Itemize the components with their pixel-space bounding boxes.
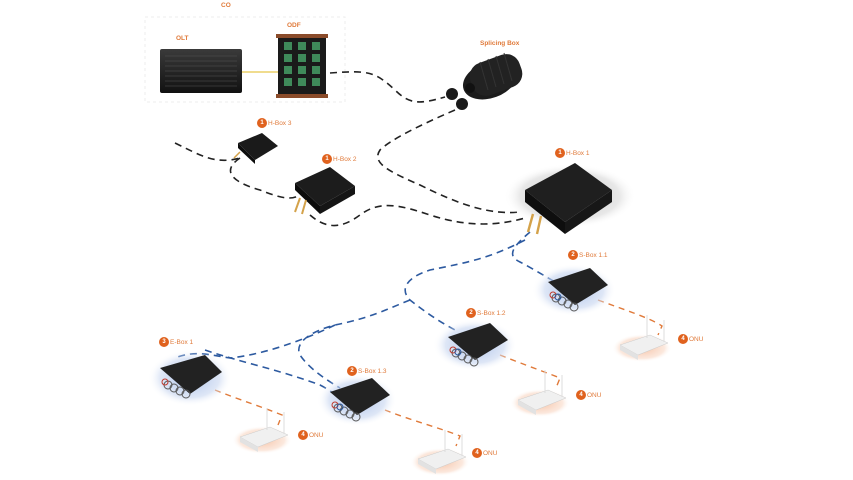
e-box-1[interactable] xyxy=(148,350,232,406)
s-box-1-2[interactable] xyxy=(433,319,517,371)
co-label-text: CO xyxy=(221,2,231,9)
onu-3[interactable] xyxy=(410,430,470,476)
step-badge: 3 xyxy=(159,337,169,347)
olt-device[interactable] xyxy=(160,49,242,93)
step-badge: 4 xyxy=(678,334,688,344)
h-box-2-label: 1 H-Box 2 xyxy=(322,154,356,164)
drop-sbox13-onu xyxy=(384,409,461,447)
odf-label: ODF xyxy=(287,22,301,29)
step-badge: 4 xyxy=(298,430,308,440)
step-badge: 4 xyxy=(472,448,482,458)
e-box-1-label-text: E-Box 1 xyxy=(170,338,194,346)
odf-label-text: ODF xyxy=(287,22,301,29)
olt-label: OLT xyxy=(176,35,189,42)
onu-1[interactable] xyxy=(612,315,672,362)
s-box-1-2-label: 2 S-Box 1.2 xyxy=(466,308,506,318)
step-badge: 1 xyxy=(322,154,332,164)
cable-odf-to-splicing xyxy=(329,71,446,103)
onu-1-label-text: ONU xyxy=(689,335,704,343)
step-badge: 1 xyxy=(555,148,565,158)
h-box-2-label-text: H-Box 2 xyxy=(333,155,357,163)
onu-4-label-text: ONU xyxy=(309,431,324,439)
h-box-3-label-text: H-Box 3 xyxy=(268,119,292,127)
step-badge: 2 xyxy=(466,308,476,318)
step-badge: 2 xyxy=(347,366,357,376)
cable-hbox3-in xyxy=(174,142,241,162)
s-box-1-3-label-text: S-Box 1.3 xyxy=(358,367,387,375)
onu-3-label-text: ONU xyxy=(483,449,498,457)
drop-cables xyxy=(214,299,663,447)
h-box-3[interactable] xyxy=(233,133,278,164)
co-boundary xyxy=(144,16,346,103)
step-badge: 4 xyxy=(576,390,586,400)
splicing-box-label-text: Splicing Box xyxy=(480,40,520,47)
cable-splicing-to-hbox1 xyxy=(376,109,521,214)
odf-rack[interactable] xyxy=(276,34,328,98)
h-box-1-label: 1 H-Box 1 xyxy=(555,148,589,158)
drop-ebox1-onu xyxy=(214,389,283,426)
splicing-box[interactable] xyxy=(446,50,526,110)
s-box-1-1-label-text: S-Box 1.1 xyxy=(579,251,608,259)
cable-hbox1-to-sbox12 xyxy=(404,239,526,331)
onu-2[interactable] xyxy=(510,370,570,417)
step-badge: 2 xyxy=(568,250,578,260)
s-box-1-1[interactable] xyxy=(532,264,616,316)
onu-2-label-text: ONU xyxy=(587,391,602,399)
h-box-2[interactable] xyxy=(294,167,355,215)
s-box-1-3-label: 2 S-Box 1.3 xyxy=(347,366,387,376)
h-box-1[interactable] xyxy=(504,163,636,235)
h-box-3-label: 1 H-Box 3 xyxy=(257,118,291,128)
olt-label-text: OLT xyxy=(176,35,189,42)
e-box-1-label: 3 E-Box 1 xyxy=(159,337,193,347)
co-label: CO xyxy=(221,2,231,9)
step-badge: 1 xyxy=(257,118,267,128)
cable-hbox3-to-hbox2 xyxy=(229,157,299,199)
h-box-1-label-text: H-Box 1 xyxy=(566,149,590,157)
onu-3-label: 4 ONU xyxy=(472,448,497,458)
onu-4[interactable] xyxy=(232,408,292,454)
feeder-cables xyxy=(174,71,526,227)
onu-2-label: 4 ONU xyxy=(576,390,601,400)
splicing-box-label: Splicing Box xyxy=(480,40,519,47)
cable-hbox2-to-hbox1 xyxy=(309,204,526,227)
onu-4-label: 4 ONU xyxy=(298,430,323,440)
drop-sbox11-onu xyxy=(597,299,663,336)
s-box-1-2-label-text: S-Box 1.2 xyxy=(477,309,506,317)
s-box-1-3[interactable] xyxy=(317,374,397,426)
onu-1-label: 4 ONU xyxy=(678,334,703,344)
s-box-1-1-label: 2 S-Box 1.1 xyxy=(568,250,608,260)
